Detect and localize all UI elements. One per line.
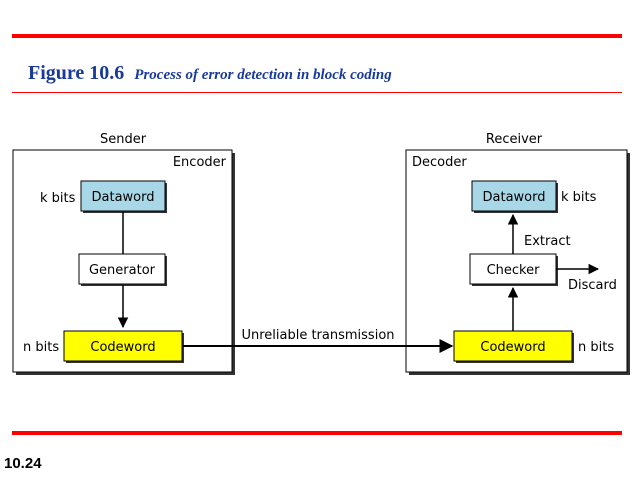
- sender-dataword-label: Dataword: [92, 190, 155, 205]
- figure-number: Figure 10.6: [28, 62, 125, 84]
- sender-nbits-label: n bits: [23, 340, 59, 355]
- checker-box: [469, 253, 558, 286]
- discard-label: Discard: [568, 278, 617, 293]
- receiver-dataword-box: [471, 180, 558, 213]
- receiver-dataword-label: Dataword: [483, 190, 546, 205]
- extract-label: Extract: [524, 234, 571, 249]
- channel-label: Unreliable transmission: [241, 328, 394, 343]
- generator-label: Generator: [89, 263, 156, 278]
- slide-number: 10.24: [4, 455, 42, 472]
- sender-dataword-box: [80, 180, 167, 213]
- sender-label: Sender: [100, 132, 147, 147]
- bottom-red-rule: [12, 431, 622, 435]
- generator-box: [78, 253, 167, 286]
- receiver-label: Receiver: [486, 132, 543, 147]
- title-underline-rule: [12, 92, 622, 93]
- figure-title: Process of error detection in block codi…: [134, 67, 392, 83]
- top-red-rule: [12, 34, 622, 38]
- decoder-label: Decoder: [412, 155, 467, 170]
- sender-codeword-box: [63, 330, 184, 363]
- sender-kbits-label: k bits: [40, 191, 76, 206]
- encoder-label: Encoder: [173, 155, 227, 170]
- receiver-nbits-label: n bits: [578, 340, 614, 355]
- figure-caption: Figure 10.6 Process of error detection i…: [28, 62, 392, 85]
- checker-label: Checker: [487, 263, 541, 278]
- sender-codeword-label: Codeword: [90, 340, 155, 355]
- receiver-kbits-label: k bits: [561, 190, 597, 205]
- receiver-codeword-label: Codeword: [480, 340, 545, 355]
